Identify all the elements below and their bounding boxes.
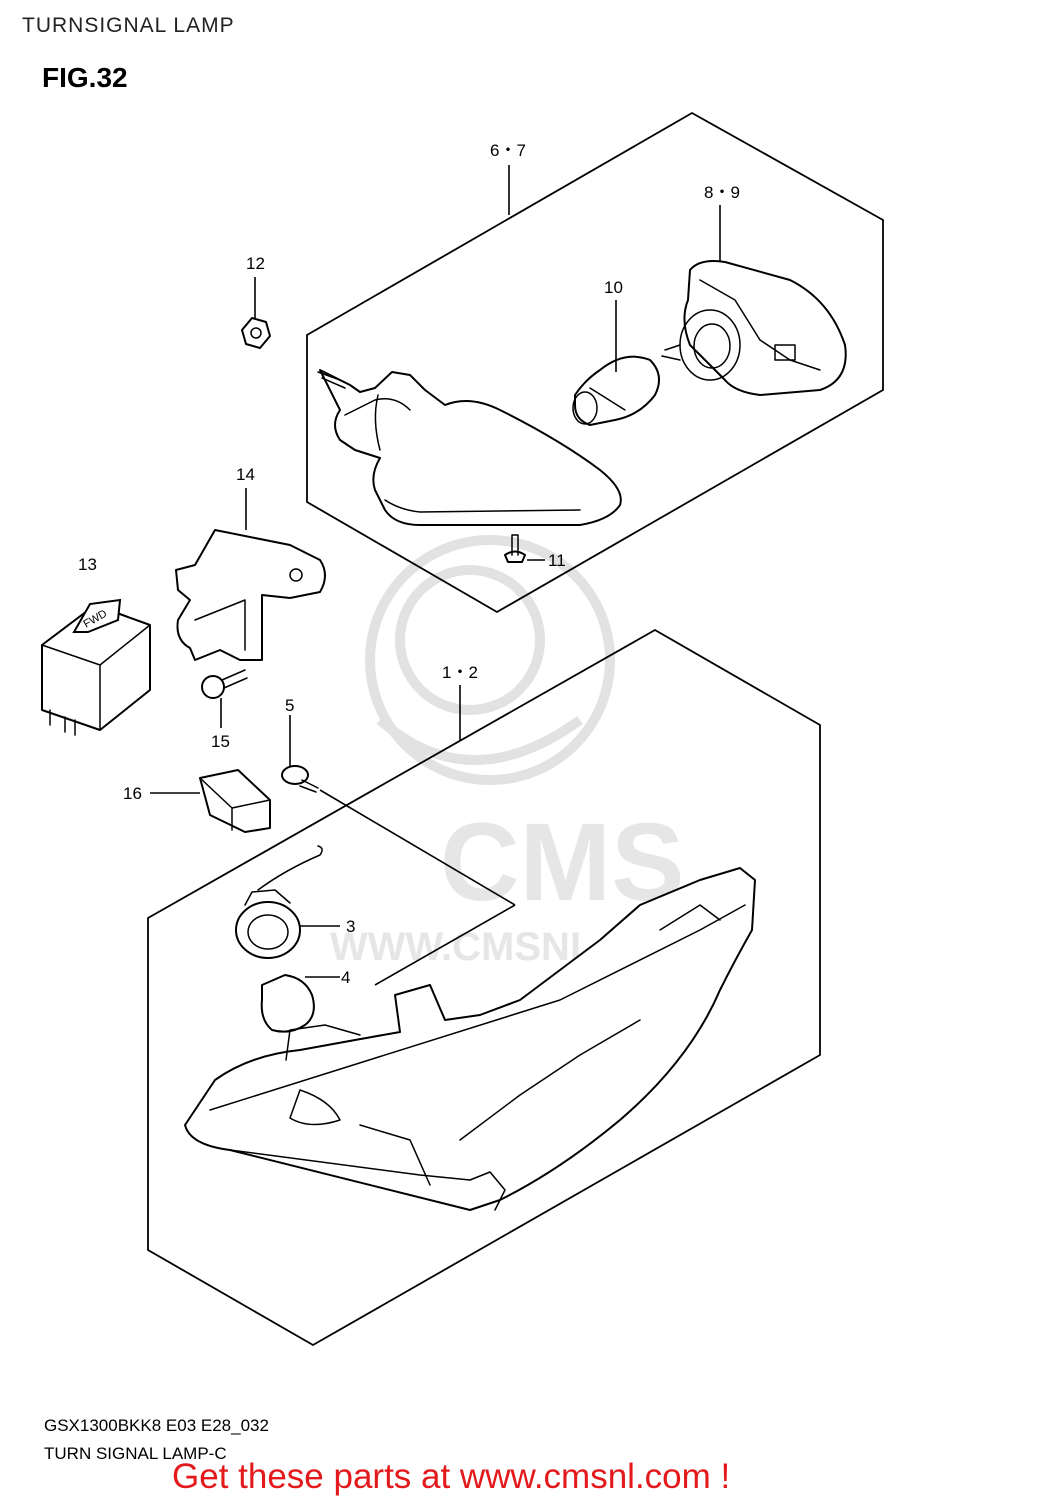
relay-13 bbox=[41, 604, 151, 736]
promo-link[interactable]: Get these parts at www.cmsnl.com ! bbox=[172, 1457, 731, 1496]
diagram-name: TURN SIGNAL LAMP-C bbox=[44, 1444, 227, 1463]
screw-11 bbox=[504, 534, 526, 563]
leader-lines bbox=[150, 165, 721, 986]
model-code: GSX1300BKK8 E03 E28_032 bbox=[44, 1416, 269, 1435]
callout-1-2: 1・2 bbox=[442, 663, 478, 682]
callout-10: 10 bbox=[604, 278, 623, 297]
nut-12 bbox=[241, 317, 271, 349]
lower-assembly-box bbox=[147, 628, 821, 1347]
bulb-upper bbox=[572, 355, 660, 426]
callout-13: 13 bbox=[78, 555, 97, 574]
callout-14: 14 bbox=[236, 465, 255, 484]
callout-8-9: 8・9 bbox=[704, 183, 740, 202]
bulb-4 bbox=[260, 974, 315, 1033]
callout-16: 16 bbox=[123, 784, 142, 803]
turn-signal-lens-upper bbox=[661, 260, 847, 396]
callout-11: 11 bbox=[548, 551, 566, 570]
callout-12: 12 bbox=[246, 254, 265, 273]
callout-15: 15 bbox=[211, 732, 230, 751]
callout-3: 3 bbox=[346, 917, 355, 936]
connector-16 bbox=[199, 769, 271, 833]
turn-signal-housing-upper bbox=[317, 369, 622, 526]
callout-4: 4 bbox=[341, 968, 350, 987]
figure-number: FIG.32 bbox=[42, 62, 128, 93]
turn-signal-assembly-lower bbox=[184, 867, 756, 1211]
callout-6-7: 6・7 bbox=[490, 141, 526, 160]
callout-5: 5 bbox=[285, 696, 294, 715]
bulb-socket-3 bbox=[235, 845, 323, 959]
page-title: TURNSIGNAL LAMP bbox=[22, 14, 235, 37]
screw-5 bbox=[281, 765, 319, 793]
bracket-14 bbox=[175, 529, 326, 661]
upper-assembly-box bbox=[306, 111, 884, 614]
bolt-15 bbox=[201, 669, 248, 699]
fwd-arrow-icon: FWD bbox=[72, 598, 122, 633]
